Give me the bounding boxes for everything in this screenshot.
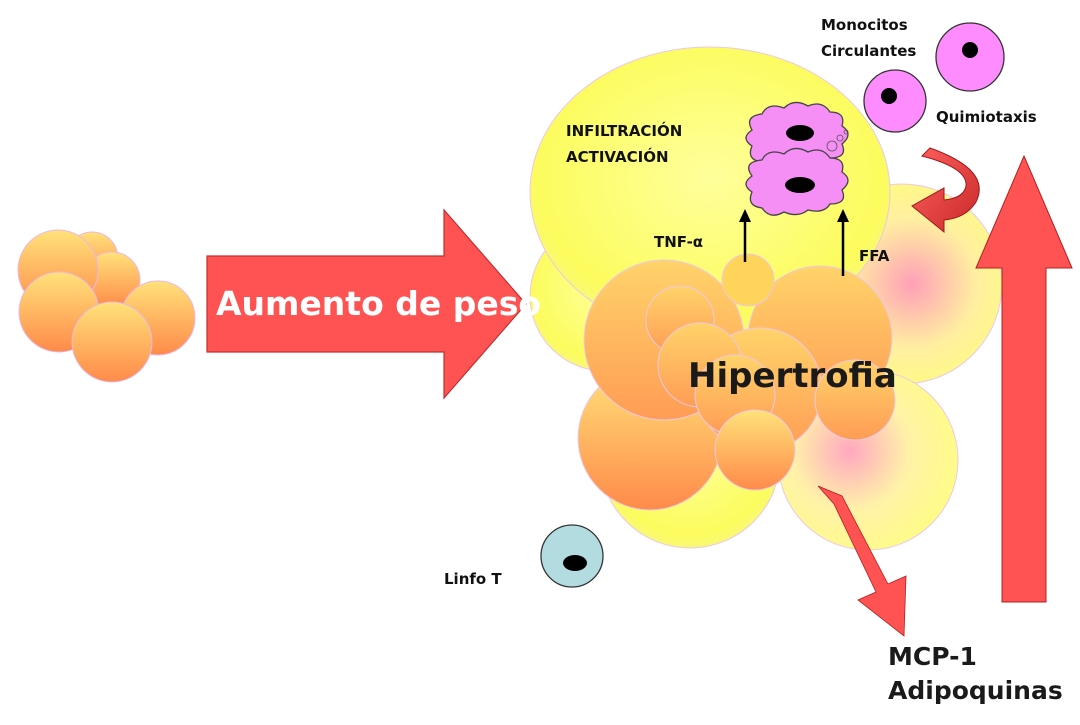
monocytes-line1: Monocitos xyxy=(821,16,908,34)
infiltration-label: INFILTRACIÓN ACTIVACIÓN xyxy=(566,118,682,170)
monocyte-cell-icon xyxy=(935,22,1005,92)
weight-gain-arrow xyxy=(206,208,527,400)
hypertrophy-label: Hipertrofia xyxy=(688,356,897,396)
mcp-adipoquinas-label: MCP-1 Adipoquinas xyxy=(888,640,1063,708)
tnf-arrow xyxy=(739,209,751,262)
infiltration-line2: ACTIVACIÓN xyxy=(566,148,669,166)
monocytes-label: Monocitos Circulantes xyxy=(821,12,916,64)
feedback-up-arrow xyxy=(975,154,1073,603)
weight-gain-label: Aumento de peso xyxy=(216,284,542,323)
t-lymph-label: Linfo T xyxy=(444,570,502,588)
mcp1-line: MCP-1 xyxy=(888,642,977,671)
activated-macrophage-icon xyxy=(745,101,849,216)
monocyte-cell-icon xyxy=(863,69,927,133)
monocytes-line2: Circulantes xyxy=(821,42,917,60)
chemotaxis-arrow xyxy=(911,147,980,234)
ffa-arrow xyxy=(837,209,849,276)
mcp1-output-arrow xyxy=(817,485,907,637)
chemotaxis-label: Quimiotaxis xyxy=(936,108,1037,126)
infiltration-line1: INFILTRACIÓN xyxy=(566,122,683,140)
ffa-label: FFA xyxy=(859,247,890,265)
tnf-label: TNF-α xyxy=(654,233,704,251)
adipoquinas-line: Adipoquinas xyxy=(888,676,1063,705)
t-lymphocyte-icon xyxy=(540,524,604,588)
small-adipocyte-cluster-icon xyxy=(17,229,196,383)
